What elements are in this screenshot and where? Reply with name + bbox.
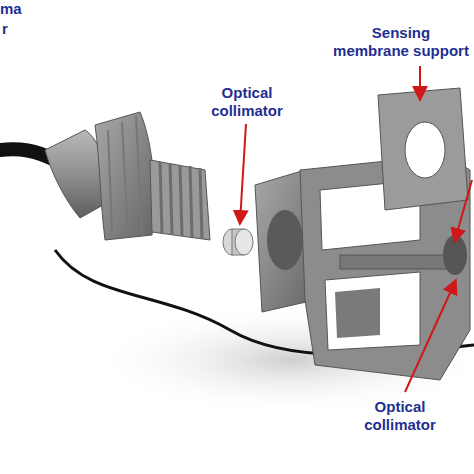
part-label: r <box>2 20 32 38</box>
part-label: Optical collimator <box>345 398 455 434</box>
cage-window <box>325 272 420 350</box>
collimator-bore <box>443 235 467 275</box>
part-label: Optical collimator <box>192 84 302 120</box>
leader-arrow <box>240 124 246 222</box>
rod <box>340 255 450 269</box>
membrane-plate <box>378 88 468 210</box>
connector-nut <box>95 112 154 240</box>
leader-arrow <box>455 180 472 240</box>
thread-lines <box>160 162 202 238</box>
leader-arrow <box>405 282 455 392</box>
membrane-hole <box>405 122 445 178</box>
part-label: Sensing membrane support <box>332 24 470 60</box>
nut-ridges <box>108 116 142 236</box>
cage-inner <box>335 288 380 338</box>
housing-bore <box>267 210 303 270</box>
thread <box>150 160 210 240</box>
leader-arrow <box>419 66 421 98</box>
part-label: ma <box>0 0 30 18</box>
collimator-lens <box>235 229 253 255</box>
